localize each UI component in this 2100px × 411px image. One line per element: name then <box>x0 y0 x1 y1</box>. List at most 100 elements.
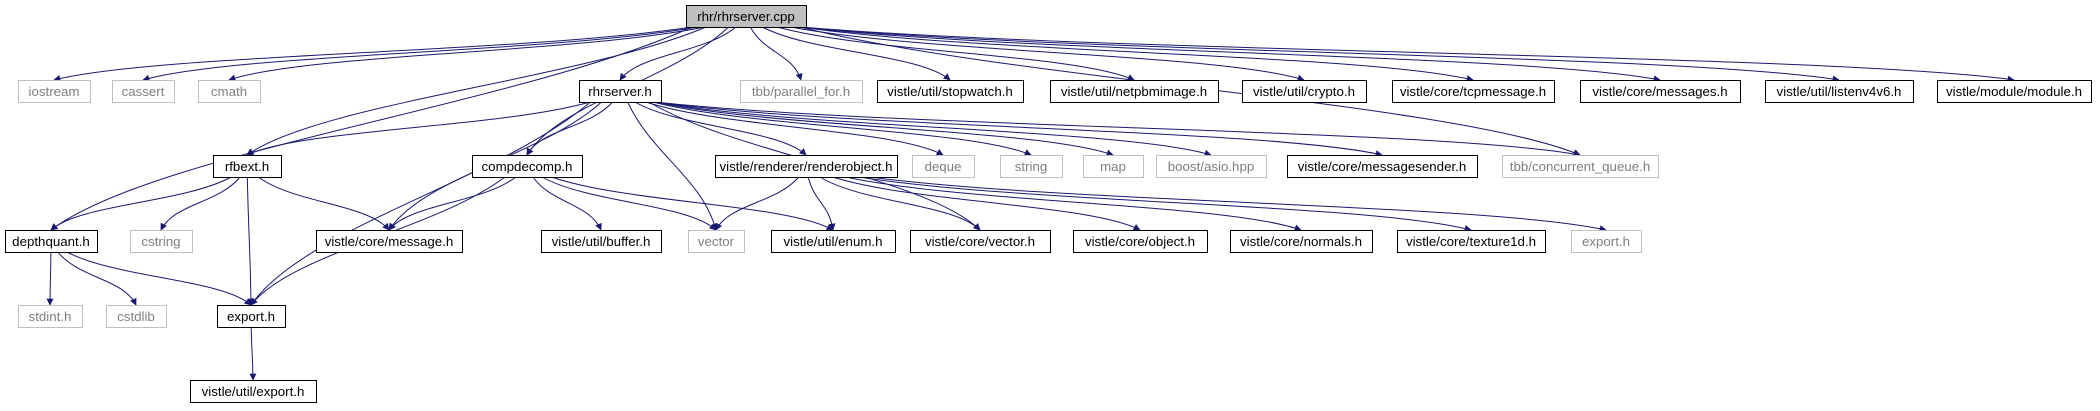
edge-rhrserver-h-to-concurrent-queue <box>654 101 1581 158</box>
node-box <box>1392 80 1555 103</box>
node-normals[interactable]: vistle/core/normals.h <box>1230 230 1373 253</box>
node-label: depthquant.h <box>12 234 90 249</box>
edge-rhrserver-cpp-to-rhrserver-h <box>619 26 737 81</box>
edge-depthquant-to-export-h <box>66 251 252 306</box>
edge-export-h-to-util-export <box>249 326 257 381</box>
node-label: cstdlib <box>117 309 155 324</box>
edge-rhrserver-h-to-map <box>654 101 1114 157</box>
node-label: vistle/core/texture1d.h <box>1406 234 1536 249</box>
edge-compdecomp-to-buffer <box>532 176 602 231</box>
node-rhrserver-h[interactable]: rhrserver.h <box>579 80 662 103</box>
node-label: vistle/core/messagesender.h <box>1298 159 1467 174</box>
node-label: vistle/module/module.h <box>1946 84 2082 99</box>
node-label: tbb/parallel_for.h <box>752 84 850 99</box>
node-concurrent-queue: tbb/concurrent_queue.h <box>1502 155 1659 178</box>
node-listenv4v6[interactable]: vistle/util/listenv4v6.h <box>1765 80 1914 103</box>
edge-rhrserver-cpp-to-stopwatch <box>762 26 951 81</box>
node-box <box>316 230 463 253</box>
node-netpbm[interactable]: vistle/util/netpbmimage.h <box>1050 80 1219 103</box>
edge-rhrserver-h-to-export-h <box>250 101 591 306</box>
node-map: map <box>1083 155 1144 178</box>
node-export-h[interactable]: export.h <box>217 305 286 328</box>
edge-rhrserver-cpp-to-cmath <box>228 26 705 82</box>
node-box <box>1050 80 1219 103</box>
node-label: compdecomp.h <box>482 159 573 174</box>
node-label: vistle/core/vector.h <box>925 234 1035 249</box>
node-label: cassert <box>122 84 165 99</box>
node-crypto[interactable]: vistle/util/crypto.h <box>1242 80 1367 103</box>
edge-renderobject-to-core-vector <box>819 176 981 231</box>
node-export-ext: export.h <box>1571 230 1642 253</box>
node-label: map <box>1100 159 1126 174</box>
node-label: vistle/core/tcpmessage.h <box>1400 84 1546 99</box>
node-box <box>1937 80 2092 103</box>
node-box <box>1571 230 1642 253</box>
node-msgsender[interactable]: vistle/core/messagesender.h <box>1287 155 1478 178</box>
node-message[interactable]: vistle/core/message.h <box>316 230 463 253</box>
node-module[interactable]: vistle/module/module.h <box>1937 80 2092 103</box>
node-label: vistle/util/enum.h <box>783 234 882 249</box>
node-label: vistle/util/stopwatch.h <box>887 84 1013 99</box>
node-messages[interactable]: vistle/core/messages.h <box>1580 80 1741 103</box>
node-rhrserver-cpp[interactable]: rhr/rhrserver.cpp <box>686 5 807 28</box>
node-deque: deque <box>912 155 975 178</box>
node-label: deque <box>925 159 962 174</box>
node-label: tbb/concurrent_queue.h <box>1510 159 1650 174</box>
edge-rfbext-to-depthquant <box>50 176 232 231</box>
node-box <box>1287 155 1478 178</box>
node-rfbext[interactable]: rfbext.h <box>213 155 282 178</box>
node-compdecomp[interactable]: compdecomp.h <box>472 155 583 178</box>
node-label: vector <box>698 234 735 249</box>
node-object[interactable]: vistle/core/object.h <box>1073 230 1208 253</box>
node-renderobject[interactable]: vistle/renderer/renderobject.h <box>715 155 898 178</box>
node-cstdlib: cstdlib <box>106 305 167 328</box>
edge-compdecomp-to-vector <box>541 176 717 231</box>
edge-rhrserver-cpp-to-crypto <box>790 26 1305 82</box>
edge-depthquant-to-cstdlib <box>57 251 137 306</box>
node-texture1d[interactable]: vistle/core/texture1d.h <box>1397 230 1546 253</box>
node-buffer[interactable]: vistle/util/buffer.h <box>541 230 662 253</box>
edge-rhrserver-cpp-to-parallel-for <box>749 26 803 81</box>
node-box <box>688 230 745 253</box>
node-stopwatch[interactable]: vistle/util/stopwatch.h <box>877 80 1024 103</box>
node-enum[interactable]: vistle/util/enum.h <box>771 230 896 253</box>
node-box <box>106 305 167 328</box>
edge-rhrserver-cpp-to-netpbm <box>776 26 1135 81</box>
node-label: vistle/util/listenv4v6.h <box>1777 84 1902 99</box>
node-label: rfbext.h <box>225 159 269 174</box>
edge-rhrserver-h-to-deque <box>645 101 944 156</box>
edge-rhrserver-h-to-vector <box>627 101 718 231</box>
node-label: export.h <box>1582 234 1630 249</box>
node-box <box>1000 155 1063 178</box>
node-box <box>715 155 898 178</box>
edge-compdecomp-to-enum <box>551 176 834 231</box>
node-box <box>740 80 863 103</box>
edge-rhrserver-cpp-to-messages <box>799 26 1661 83</box>
node-parallel-for: tbb/parallel_for.h <box>740 80 863 103</box>
node-label: vistle/util/export.h <box>202 384 305 399</box>
node-box <box>5 230 98 253</box>
edge-rfbext-to-cstring <box>160 176 241 231</box>
node-box <box>1230 230 1373 253</box>
node-label: vistle/util/netpbmimage.h <box>1061 84 1207 99</box>
node-vector: vector <box>688 230 745 253</box>
edge-rhrserver-h-to-compdecomp <box>526 101 613 156</box>
node-core-vector[interactable]: vistle/core/vector.h <box>910 230 1051 253</box>
edge-rfbext-to-message <box>258 176 390 231</box>
node-box <box>579 80 662 103</box>
node-util-export[interactable]: vistle/util/export.h <box>190 380 317 403</box>
node-box <box>1083 155 1144 178</box>
node-box <box>1156 155 1267 178</box>
node-label: string <box>1015 159 1048 174</box>
edge-rhrserver-h-to-asio <box>654 101 1212 157</box>
node-depthquant[interactable]: depthquant.h <box>5 230 98 253</box>
edge-rhrserver-cpp-to-tcpmessage <box>799 26 1474 82</box>
node-tcpmessage[interactable]: vistle/core/tcpmessage.h <box>1392 80 1555 103</box>
node-box <box>1397 230 1546 253</box>
node-box <box>1242 80 1367 103</box>
edge-layer <box>46 26 2015 381</box>
node-label: vistle/renderer/renderobject.h <box>720 159 893 174</box>
node-label: export.h <box>227 309 275 324</box>
